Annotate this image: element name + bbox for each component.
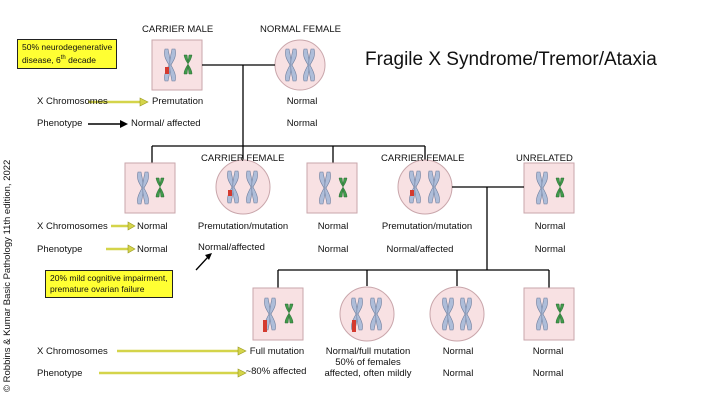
gen2-ind1-x: Normal (137, 221, 168, 232)
gen3-ind3-phenotype: Normal (442, 368, 474, 379)
gen3-phenotype-label: Phenotype (37, 368, 83, 379)
note-line-2: premature ovarian failure (50, 284, 145, 294)
note-line-1: 50% neurodegenerative (22, 42, 113, 52)
gen2-ind2-x: Premutation/mutation (197, 221, 289, 232)
gen2-carrier-female-symbol-2 (397, 159, 453, 215)
gen2-ind1-phenotype: Normal (137, 244, 168, 255)
carrier-male-header: CARRIER MALE (142, 24, 214, 35)
gen2-phenotype-label: Phenotype (37, 244, 83, 255)
gen3-ind1-x: Full mutation (249, 346, 305, 357)
gen2-ind5-x: Normal (534, 221, 566, 232)
gen1-phenotype-label: Phenotype (37, 118, 83, 129)
unrelated-header: UNRELATED (516, 153, 573, 164)
carrier-female-header-1: CARRIER FEMALE (201, 153, 285, 164)
gen2-ind3-phenotype: Normal (317, 244, 349, 255)
unrelated-male-symbol (523, 162, 575, 214)
gen2-ind4-phenotype: Normal/affected (386, 244, 454, 255)
gen3-x-chromosomes-label: X Chromosomes (37, 346, 108, 357)
gen2-x-chromosomes-label: X Chromosomes (37, 221, 108, 232)
gen2-ind2-phenotype: Normal/affected (198, 242, 265, 253)
gen1-male-phenotype-value: Normal/ affected (131, 118, 201, 129)
gen3-ind2-x: Normal/full mutation (325, 346, 411, 357)
mutation-mark (165, 67, 169, 74)
carrier-male-symbol (151, 39, 203, 91)
carrier-female-header-2: CARRIER FEMALE (381, 153, 465, 164)
gen1-female-phenotype-value: Normal (286, 118, 318, 129)
cognitive-impairment-note: 20% mild cognitive impairment, premature… (45, 270, 173, 298)
gen2-male-symbol (124, 162, 176, 214)
gen3-ind2-x-line3: affected, often mildly (324, 368, 412, 379)
gen1-male-x-value: Premutation (152, 96, 204, 107)
gen3-affected-male-symbol (252, 287, 304, 341)
gen1-female-x-value: Normal (286, 96, 318, 107)
gen3-normal-female-symbol (429, 286, 485, 342)
neurodegenerative-note: 50% neurodegenerative disease, 6th decad… (17, 39, 118, 69)
gen2-ind3-x: Normal (317, 221, 349, 232)
normal-female-header: NORMAL FEMALE (260, 24, 341, 35)
gen2-ind4-x: Premutation/mutation (381, 221, 473, 232)
gen2-carrier-female-symbol (215, 159, 271, 215)
note-line-2: disease, 6th decade (22, 54, 97, 65)
copyright-text: © Robbins & Kumar Basic Pathology 11th e… (2, 159, 13, 392)
normal-female-symbol (274, 39, 326, 91)
note-line-1: 20% mild cognitive impairment, (50, 273, 168, 283)
gen2-normal-male-symbol (306, 162, 358, 214)
gen3-normal-male-symbol (523, 287, 575, 341)
gen3-ind4-x: Normal (532, 346, 564, 357)
diagram-title: Fragile X Syndrome/Tremor/Ataxia (365, 49, 657, 70)
gen3-female-symbol (339, 286, 395, 342)
gen1-x-chromosomes-label: X Chromosomes (37, 96, 108, 107)
gen2-ind5-phenotype: Normal (534, 244, 566, 255)
gen3-ind1-phenotype: ~80% affected (245, 366, 307, 377)
gen3-ind3-x: Normal (442, 346, 474, 357)
gen3-ind4-phenotype: Normal (532, 368, 564, 379)
gen3-ind2-x-line2: 50% of females (335, 357, 401, 368)
